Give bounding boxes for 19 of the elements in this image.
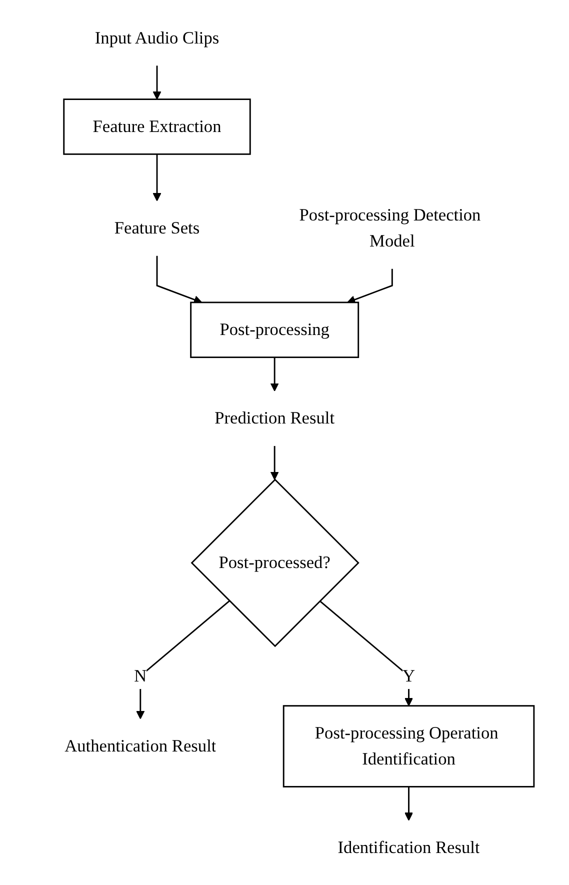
node-box: Post-processing Operation Identification — [282, 704, 534, 787]
edge-label: N — [134, 665, 146, 685]
node-text: Input Audio Clips — [94, 28, 219, 47]
node-box: Feature Extraction — [62, 98, 251, 154]
edge-label: Y — [402, 665, 415, 685]
node-box: Post-processing — [190, 301, 359, 358]
arrow — [404, 786, 413, 820]
node-text: Feature Sets — [114, 218, 200, 237]
node-text: Identification Result — [337, 837, 480, 856]
arrow — [152, 154, 161, 201]
node-text: Prediction Result — [214, 408, 334, 428]
arrow — [346, 268, 393, 304]
node-diamond: Post-processed? — [190, 478, 360, 647]
arrow — [152, 65, 161, 100]
node-text: Post-processing Detection Model — [298, 204, 480, 250]
arrow — [156, 255, 202, 304]
arrow — [270, 356, 278, 391]
node-text: Authentication Result — [64, 736, 216, 755]
arrow — [270, 445, 278, 480]
